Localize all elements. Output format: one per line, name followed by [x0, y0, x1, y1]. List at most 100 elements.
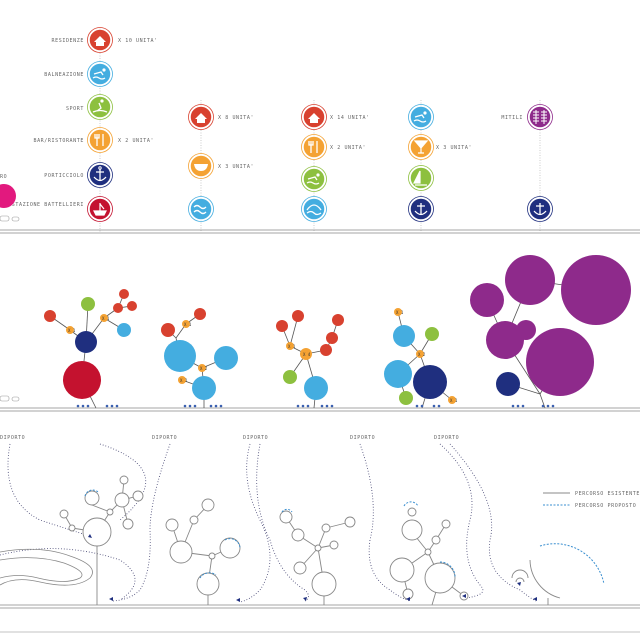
node-sport [425, 327, 439, 341]
boat-path [239, 443, 271, 603]
diporto-label: DIPORTO [434, 435, 459, 441]
node-porticciolo [75, 331, 97, 353]
icon-legend-section: RESIDENZE X 10 UNITA' BALNEAZIONE SPORT … [0, 27, 640, 234]
rail-dots [76, 404, 555, 408]
legend-existing: PERCORSO ESISTENTE [575, 491, 640, 497]
node-porticciolo [496, 372, 520, 396]
node-bar [178, 376, 186, 384]
node-residenze [161, 323, 175, 337]
node-sport [399, 391, 413, 405]
legend-row-porticciolo: PORTICCIOLO [44, 162, 113, 188]
node-balneazione [384, 360, 412, 388]
legend-col4: X 3 UNITA' [408, 104, 472, 222]
network-5 [511, 559, 561, 605]
legend-label: SPORT [66, 106, 84, 112]
network-2 [165, 498, 241, 605]
arrow-icon [236, 598, 240, 602]
node-balneazione [214, 346, 238, 370]
legend-label: MITILI [501, 115, 523, 121]
cluster-3 [276, 310, 344, 409]
legend-label: STAZIONE BATTELLIERI [12, 202, 84, 208]
legend-label: BALNEAZIONE [44, 72, 84, 78]
legend-label: BAR/RISTORANTE [33, 138, 84, 144]
legend-row-residenze: RESIDENZE X 10 UNITA' [52, 27, 157, 53]
boat-path [0, 548, 136, 601]
node-mitili [505, 255, 555, 305]
node-balneazione [304, 376, 328, 400]
node-mitili [526, 328, 594, 396]
legend-qty: X 8 UNITA' [218, 115, 254, 121]
arrow-icon [533, 597, 537, 601]
boat-path [111, 443, 171, 602]
boat-path [256, 443, 309, 602]
boat-path [439, 443, 484, 599]
node-bar [198, 364, 206, 372]
node-bar [182, 320, 190, 328]
node-bar [300, 348, 312, 360]
cluster-4 [384, 308, 456, 409]
node-balneazione [192, 376, 216, 400]
node-count: X 1 [102, 316, 110, 321]
mussel-icon [528, 105, 552, 129]
node-mitili [561, 255, 631, 325]
path-legend: PERCORSO ESISTENTE PERCORSO PROPOSTO [543, 491, 640, 509]
arrow-icon [303, 597, 307, 601]
legend-label: RESIDENZE [52, 38, 85, 44]
node-count: X 1 [288, 344, 296, 349]
diporto-label: DIPORTO [350, 435, 375, 441]
node-mitili [470, 283, 504, 317]
cluster-5 [470, 255, 631, 409]
node-residenze [119, 289, 129, 299]
partial-icon-left [0, 184, 16, 208]
node-residenze [326, 332, 338, 344]
node-balneazione [164, 340, 196, 372]
diporto-label: DIPORTO [152, 435, 177, 441]
network-4 [389, 507, 469, 606]
path-node [511, 569, 529, 579]
wave-icon [189, 197, 213, 221]
node-count: X 4 [303, 352, 311, 357]
node-residenze [276, 320, 288, 332]
node-balneazione [393, 325, 415, 347]
legend-row-sport: SPORT [66, 94, 113, 120]
island-shape [11, 216, 20, 222]
path-node [82, 517, 112, 547]
node-bar [66, 326, 74, 334]
legend-row-stazione-battellieri: STAZIONE BATTELLIERI [12, 196, 113, 222]
network-1 [59, 475, 144, 605]
node-count: X 2 [418, 352, 426, 357]
node-count: X 1 [68, 328, 76, 333]
arrow-icon [406, 597, 410, 601]
node-bar [394, 308, 402, 316]
sail-icon [409, 166, 433, 190]
boat-paths [0, 443, 537, 603]
node-residenze [44, 310, 56, 322]
coastline-shape [0, 557, 83, 582]
node-stazione-battellieri [63, 361, 101, 399]
bubble-section: X 1 X 1 X 2 X 1 X 1 X 4 X 1 X 2 X 1 X 1 [0, 255, 640, 412]
node-sport [283, 370, 297, 384]
node-balneazione [117, 323, 131, 337]
legend-proposed: PERCORSO PROPOSTO [575, 503, 636, 509]
legend-col2: X 8 UNITA' X 3 UNITA' [188, 104, 254, 222]
cluster-1 [44, 289, 137, 409]
node-count: X 1 [184, 322, 192, 327]
node-bar [286, 342, 294, 350]
node-residenze [320, 344, 332, 356]
swimmer-icon [88, 62, 112, 86]
fork-knife-icon [302, 135, 326, 159]
legend-col3: X 14 UNITA' X 2 UNITA' [301, 104, 370, 222]
node-sport [81, 297, 95, 311]
node-bar [100, 314, 108, 322]
node-porticciolo [413, 365, 447, 399]
legend-qty: X 14 UNITA' [330, 115, 370, 121]
legend-qty: X 3 UNITA' [218, 164, 254, 170]
node-mitili [486, 321, 524, 359]
node-bar [448, 396, 456, 404]
island-shape [0, 215, 10, 222]
node-bar [416, 350, 424, 358]
fork-knife-icon [88, 128, 112, 152]
legend-qty: X 2 UNITA' [118, 138, 154, 144]
boat-path [99, 443, 147, 521]
